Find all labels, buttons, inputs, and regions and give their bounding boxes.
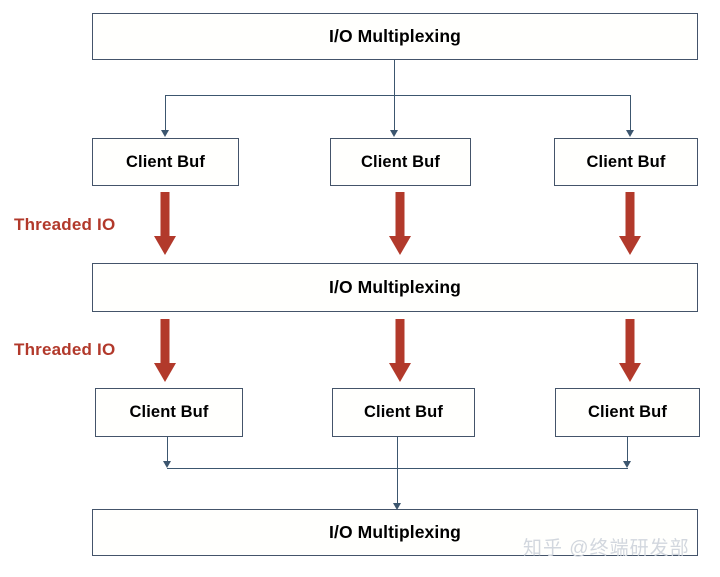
connector-fanout-bar <box>165 95 630 97</box>
arrowhead-down-icon <box>163 461 171 468</box>
connector-fanin-left <box>167 437 169 463</box>
node-io-multiplexing-bottom: I/O Multiplexing <box>92 509 698 556</box>
node-label: Client Buf <box>588 403 667 421</box>
arrowhead-down-icon <box>393 503 401 510</box>
connector-fanout-left <box>165 95 167 131</box>
threaded-io-arrow-center-1 <box>383 192 417 255</box>
threaded-io-arrow-left-2 <box>148 319 182 382</box>
arrowhead-down-icon <box>390 130 398 137</box>
arrow-shaft <box>625 319 635 364</box>
node-client-buf-row2-left: Client Buf <box>95 388 243 437</box>
arrow-shaft <box>160 192 170 237</box>
node-io-multiplexing-top: I/O Multiplexing <box>92 13 698 60</box>
node-label: I/O Multiplexing <box>329 522 461 542</box>
connector-top-stem <box>394 60 396 96</box>
arrow-head-icon <box>154 236 176 255</box>
arrow-shaft <box>625 192 635 237</box>
arrowhead-down-icon <box>626 130 634 137</box>
node-label: Client Buf <box>586 152 666 171</box>
node-client-buf-row1-left: Client Buf <box>92 138 239 186</box>
node-label: Client Buf <box>364 403 443 421</box>
node-io-multiplexing-middle: I/O Multiplexing <box>92 263 698 312</box>
node-label: Client Buf <box>126 152 205 171</box>
node-client-buf-row2-right: Client Buf <box>555 388 700 437</box>
threaded-io-arrow-left-1 <box>148 192 182 255</box>
connector-bottom-stem <box>397 437 399 508</box>
arrow-shaft <box>395 192 405 237</box>
node-client-buf-row1-center: Client Buf <box>330 138 471 186</box>
arrowhead-down-icon <box>161 130 169 137</box>
connector-fanout-center <box>394 95 396 131</box>
arrow-head-icon <box>619 363 641 382</box>
connector-fanout-right <box>630 95 632 131</box>
node-client-buf-row1-right: Client Buf <box>554 138 698 186</box>
arrowhead-down-icon <box>623 461 631 468</box>
label-threaded-io-2: Threaded IO <box>14 340 116 359</box>
node-label: I/O Multiplexing <box>329 277 461 297</box>
arrow-head-icon <box>619 236 641 255</box>
node-label: I/O Multiplexing <box>329 26 461 46</box>
node-label: Client Buf <box>361 152 440 171</box>
label-threaded-io-1: Threaded IO <box>14 215 116 234</box>
arrow-head-icon <box>389 236 411 255</box>
threaded-io-arrow-center-2 <box>383 319 417 382</box>
arrow-head-icon <box>389 363 411 382</box>
threaded-io-arrow-right-1 <box>613 192 647 255</box>
arrow-shaft <box>395 319 405 364</box>
node-label: Client Buf <box>129 403 209 421</box>
arrow-head-icon <box>154 363 176 382</box>
arrow-shaft <box>160 319 170 364</box>
connector-fanin-right <box>627 437 629 463</box>
node-client-buf-row2-center: Client Buf <box>332 388 475 437</box>
threaded-io-arrow-right-2 <box>613 319 647 382</box>
